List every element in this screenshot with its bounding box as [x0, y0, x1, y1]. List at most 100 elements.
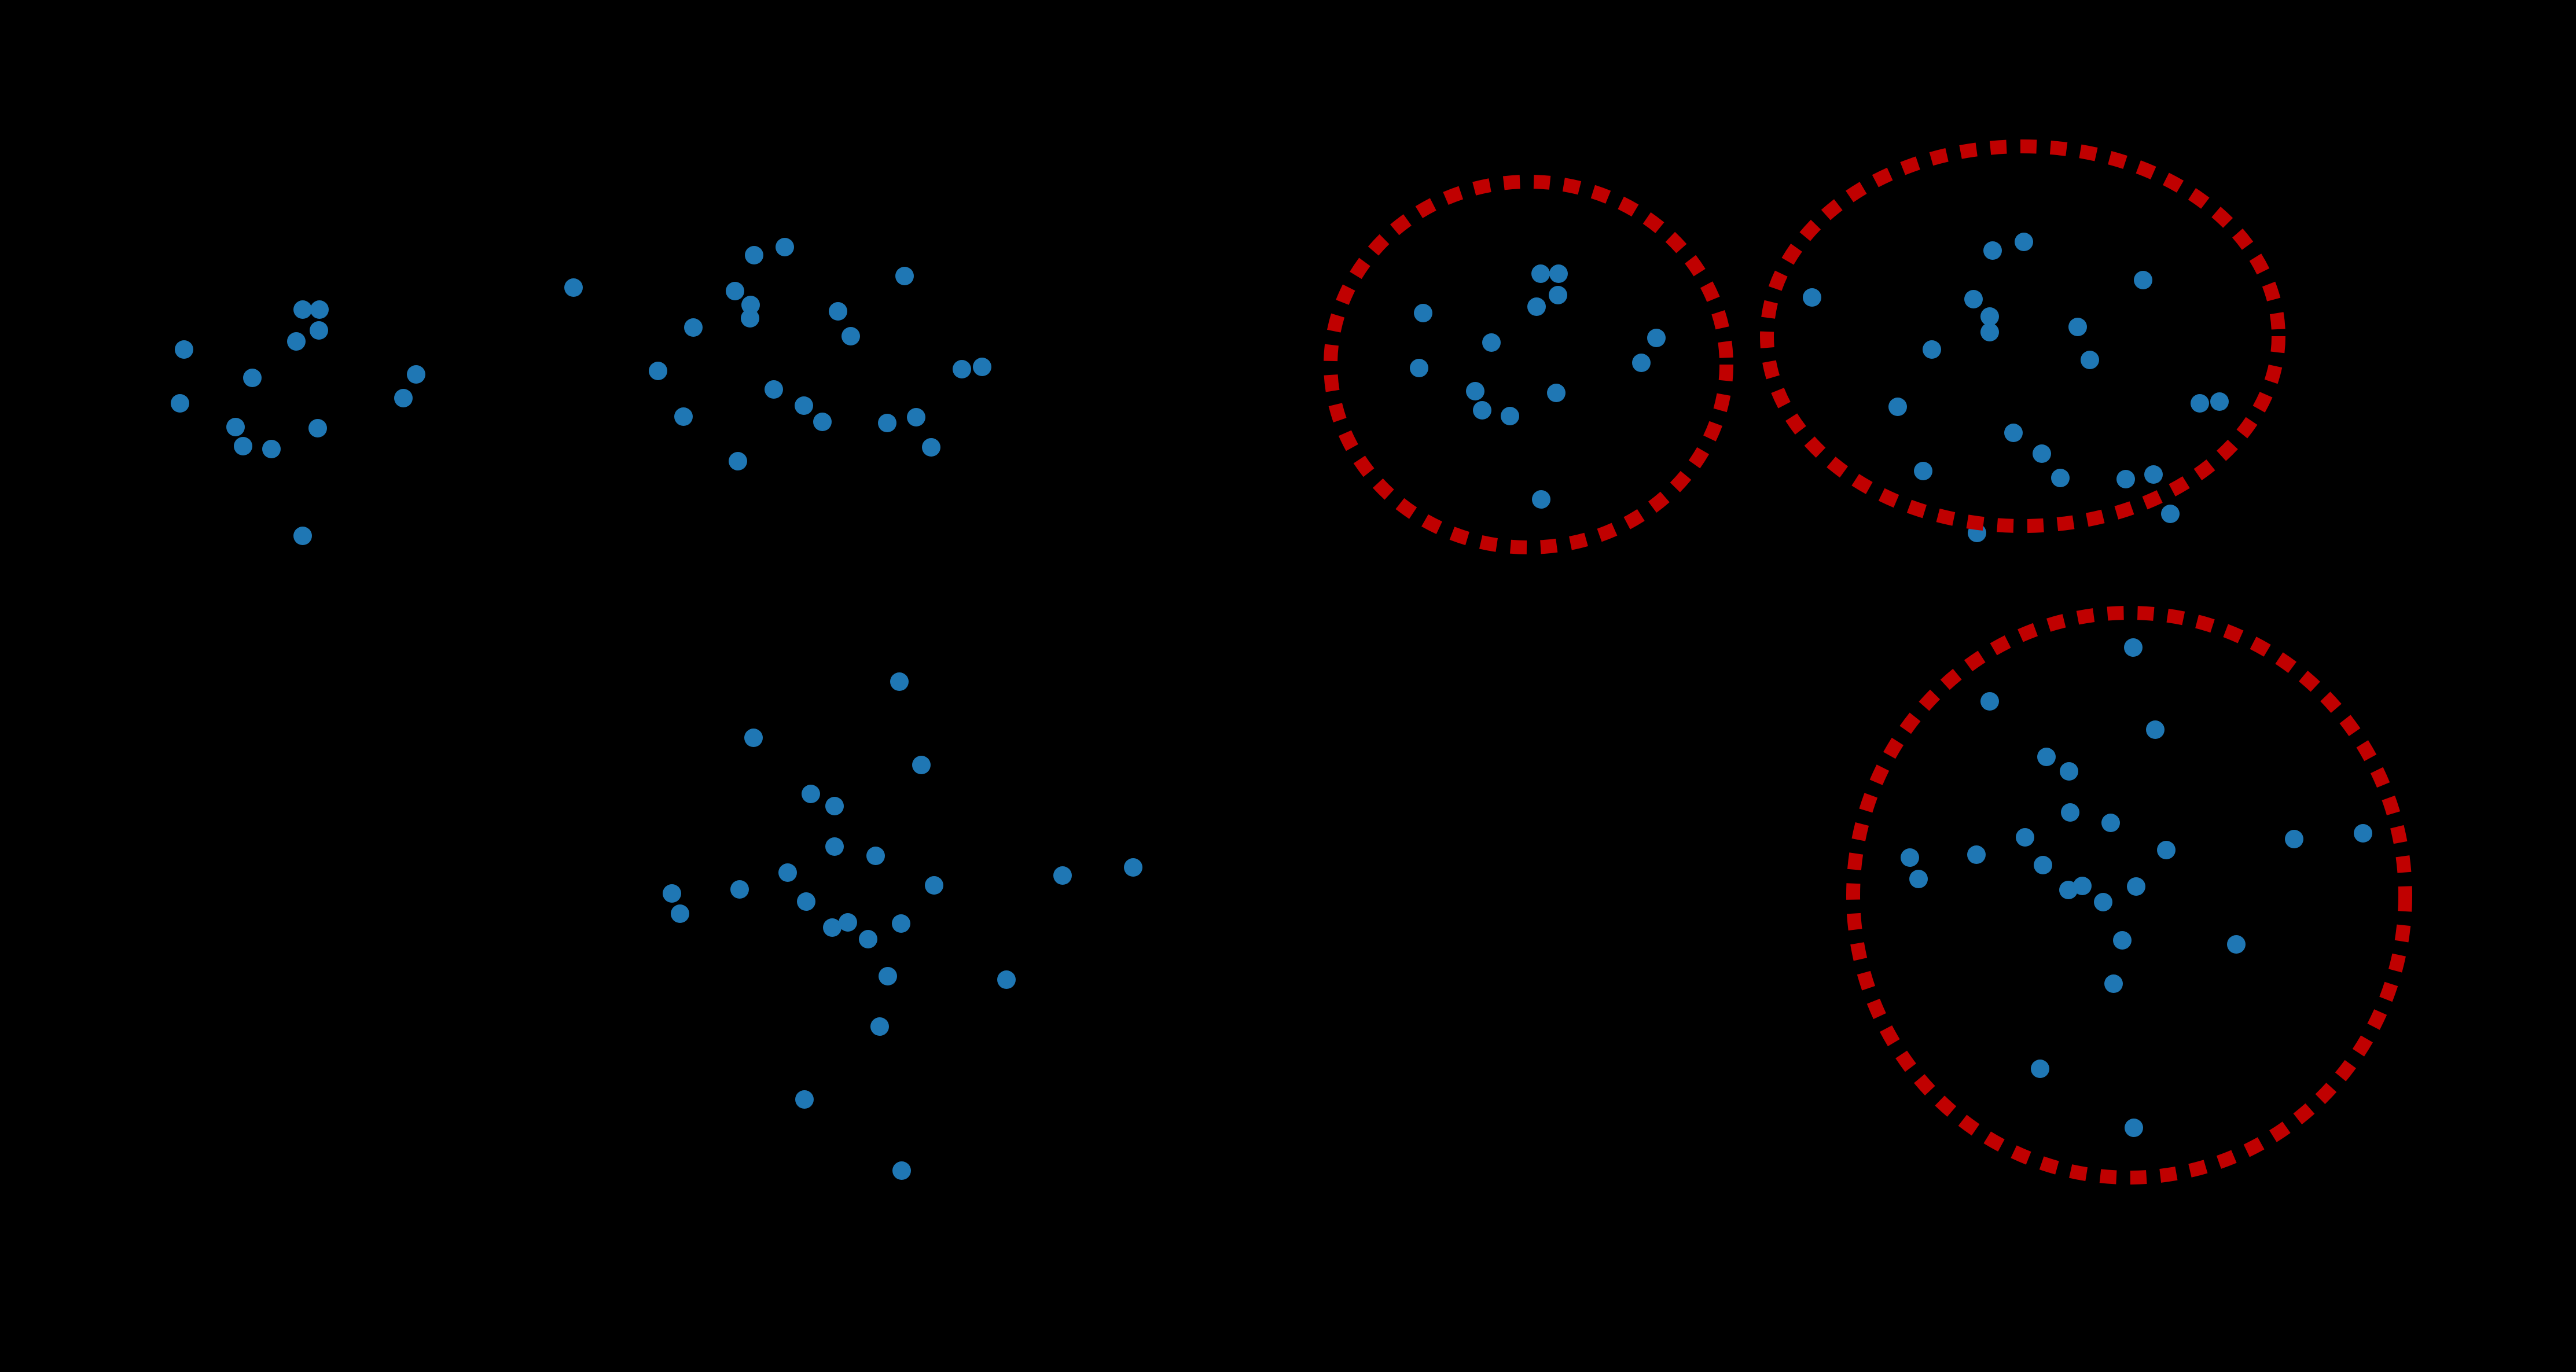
right-panel-clustered-points: [1410, 233, 2372, 1137]
series-right-cluster-wide: [1803, 233, 2229, 542]
data-point: [813, 413, 832, 431]
data-point: [2034, 856, 2052, 874]
data-point: [825, 797, 844, 815]
data-point: [778, 863, 797, 882]
data-point: [1501, 407, 1519, 425]
data-point: [293, 300, 312, 319]
data-point: [912, 756, 931, 774]
data-point: [776, 238, 794, 256]
data-point: [671, 904, 689, 923]
data-point: [823, 918, 841, 937]
data-point: [1964, 290, 1983, 308]
data-point: [795, 1090, 814, 1109]
data-point: [243, 369, 262, 387]
data-point: [2061, 803, 2079, 822]
data-point: [2037, 748, 2056, 766]
data-point: [2354, 824, 2372, 843]
data-point: [407, 365, 425, 384]
data-point: [684, 318, 703, 337]
data-point: [2051, 469, 2070, 487]
data-point: [649, 362, 667, 380]
series-right-cluster-large: [1901, 638, 2372, 1137]
data-point: [1980, 307, 1999, 326]
data-point: [2015, 233, 2033, 251]
data-point: [171, 394, 189, 413]
data-point: [892, 914, 910, 933]
outline-small-cluster: [1324, 175, 1733, 554]
data-point: [859, 930, 877, 948]
series-left-cluster-wide: [564, 238, 991, 470]
data-point: [907, 408, 925, 426]
data-point: [765, 380, 783, 399]
data-point: [1923, 340, 1941, 359]
data-point: [841, 327, 860, 345]
data-point: [1549, 264, 1568, 283]
data-point: [922, 438, 940, 457]
data-point: [2033, 444, 2051, 463]
data-point: [2068, 318, 2087, 336]
data-point: [287, 332, 306, 351]
data-point: [310, 300, 329, 319]
series-left-cluster-small: [171, 300, 425, 545]
data-point: [1124, 858, 1142, 877]
data-point: [394, 389, 413, 407]
data-point: [973, 358, 991, 376]
data-point: [1980, 323, 1999, 341]
data-point: [2031, 1060, 2049, 1078]
data-point: [2116, 470, 2135, 488]
data-point: [744, 729, 763, 747]
data-point: [892, 1161, 911, 1180]
data-point: [802, 785, 820, 803]
data-point: [730, 880, 749, 899]
data-point: [1547, 384, 1566, 402]
series-right-cluster-small: [1410, 264, 1666, 509]
data-point: [2094, 893, 2112, 911]
data-point: [310, 321, 328, 340]
data-point: [1532, 490, 1550, 509]
data-point: [1410, 359, 1428, 377]
data-point: [2134, 271, 2152, 289]
data-point: [293, 527, 312, 545]
data-point: [2285, 830, 2303, 848]
data-point: [2125, 1119, 2143, 1137]
left-panel-unclustered-points: [171, 238, 1142, 1180]
data-point: [2016, 828, 2034, 847]
data-point: [2073, 877, 2092, 895]
data-point: [308, 419, 327, 437]
data-point: [745, 246, 763, 264]
data-point: [1980, 692, 1999, 711]
data-point: [1414, 304, 1432, 322]
data-point: [839, 913, 857, 932]
data-point: [2227, 935, 2246, 954]
data-point: [741, 309, 759, 328]
data-point: [1983, 241, 2002, 260]
data-point: [878, 414, 896, 432]
outline-wide-cluster: [1760, 139, 2285, 533]
data-point: [234, 437, 252, 455]
cluster-outline-ellipses: [1324, 139, 2412, 1185]
data-point: [1909, 870, 1928, 888]
data-point: [797, 892, 815, 911]
data-point: [564, 278, 583, 297]
data-point: [870, 1017, 889, 1036]
data-point: [1632, 354, 1651, 372]
data-point: [2060, 762, 2078, 781]
data-point: [1967, 845, 1986, 864]
data-point: [1914, 462, 1932, 480]
data-point: [2101, 814, 2120, 832]
data-point: [2157, 841, 2176, 859]
data-point: [1901, 848, 1919, 867]
data-point: [825, 837, 844, 856]
data-point: [866, 847, 885, 865]
data-point: [1549, 286, 1567, 304]
data-point: [2104, 974, 2123, 993]
data-point: [1466, 382, 1484, 400]
data-point: [2144, 465, 2163, 484]
data-point: [1803, 288, 1821, 307]
data-point: [2059, 881, 2078, 899]
data-point: [2161, 505, 2180, 523]
data-point: [1888, 398, 1907, 416]
data-point: [2124, 638, 2143, 657]
